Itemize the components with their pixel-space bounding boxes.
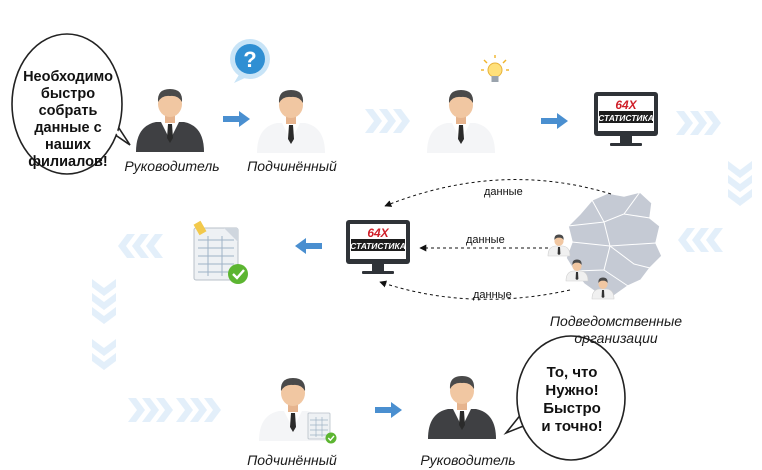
chevrons-right-bottom [128, 398, 173, 422]
subordinate-avatar-top [257, 90, 325, 153]
orgs-caption-line1: Подведомственные [549, 313, 683, 329]
flow-arrow-1 [223, 111, 250, 127]
logo-number-middle: 64X [367, 226, 389, 240]
report-document-small-icon [307, 412, 337, 444]
chevrons-left-right-side [678, 228, 723, 252]
statistics-monitor-middle: 64X СТАТИСТИКА [346, 220, 410, 274]
data-flow-label-1: данные [484, 186, 523, 198]
chevrons-right-2 [676, 111, 721, 135]
statistics-monitor-top: 64X СТАТИСТИКА [594, 92, 658, 146]
manager-avatar-bottom [428, 376, 496, 439]
manager-caption-top: Руководитель [124, 158, 220, 174]
chevrons-down-left-2 [92, 339, 116, 370]
subordinate-caption-bottom: Подчинённый [247, 452, 337, 468]
logo-title-top: СТАТИСТИКА [598, 113, 654, 123]
chevrons-right-1 [365, 109, 410, 133]
manager-caption-bottom: Руководитель [420, 452, 516, 468]
data-flow-label-2: данные [466, 234, 505, 246]
svg-text:?: ? [243, 47, 256, 72]
request-bubble-text: Необходимо быстро собрать данные с наших… [23, 69, 113, 170]
data-arrow-bottom [379, 280, 571, 300]
chevrons-down-right [728, 161, 752, 206]
subordinate-caption-top: Подчинённый [247, 158, 337, 174]
logo-number-top: 64X [615, 98, 637, 112]
logo-title-middle: СТАТИСТИКА [350, 241, 406, 251]
report-document-icon [193, 220, 248, 284]
chevrons-down-left [92, 279, 116, 324]
response-bubble-text: То, что Нужно! Быстро и точно! [541, 364, 603, 435]
subordinate-avatar-idea [427, 90, 495, 153]
data-flow-label-3: данные [473, 289, 512, 301]
region-map [565, 191, 663, 297]
flow-arrow-2 [541, 113, 568, 129]
flow-arrow-left [295, 238, 322, 254]
data-arrow-top [384, 179, 612, 207]
lightbulb-icon [481, 55, 509, 82]
speech-bubble-request [11, 33, 131, 175]
orgs-caption-line2: организации [574, 330, 658, 346]
speech-bubble-response [503, 335, 626, 461]
question-icon: ? [230, 39, 270, 83]
chevrons-left-left-side [118, 234, 163, 258]
orgs-caption: Подведомственные организации [534, 313, 698, 347]
chevrons-right-bottom-2 [176, 398, 221, 422]
flow-arrow-bottom [375, 402, 402, 418]
org-employee-1 [547, 234, 571, 257]
manager-avatar-top [136, 89, 204, 152]
